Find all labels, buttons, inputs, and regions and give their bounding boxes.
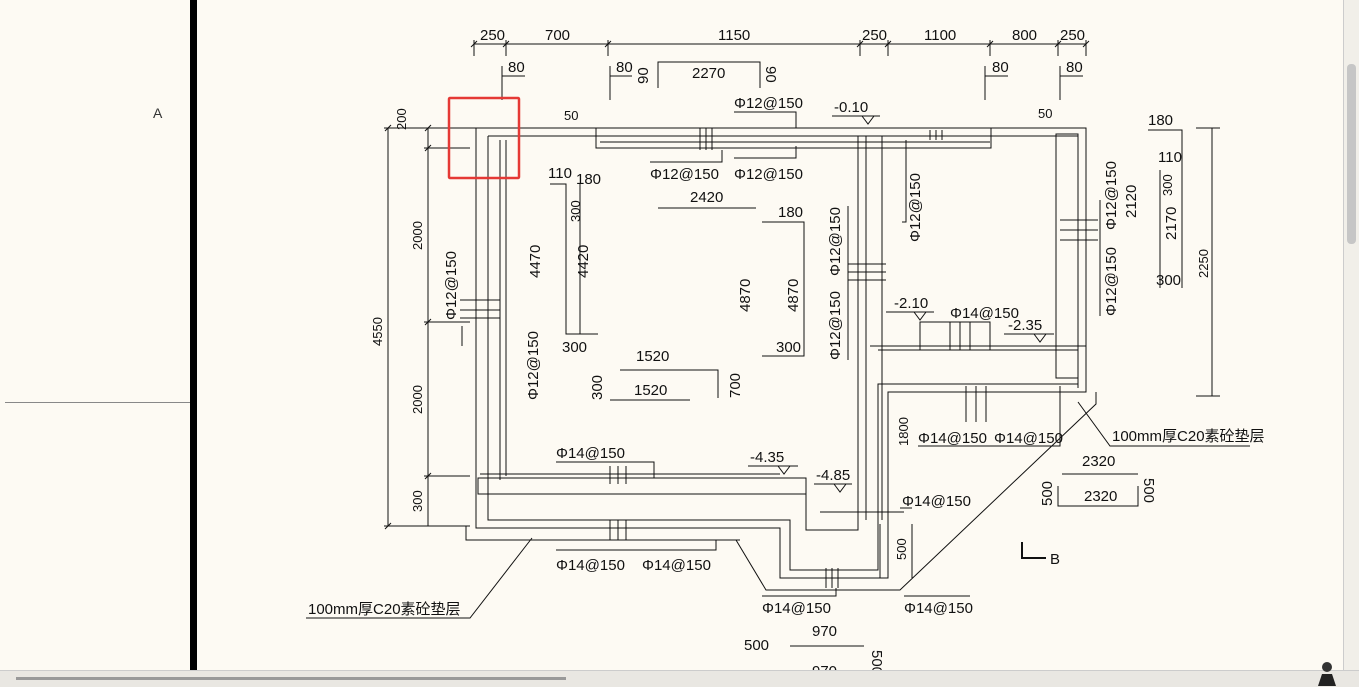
dim-top-3: 1150 bbox=[718, 27, 750, 44]
level-sump-left: -2.10 bbox=[894, 295, 928, 312]
horizontal-scrollbar[interactable] bbox=[0, 670, 1359, 687]
opening-right-h: 90 bbox=[762, 66, 779, 83]
member2-len2: 4870 bbox=[785, 279, 802, 312]
vertical-scroll-thumb[interactable] bbox=[1347, 64, 1356, 244]
dim-top-6: 800 bbox=[1012, 27, 1037, 44]
rebar-sump-bottom-1: Φ14@150 bbox=[918, 430, 987, 447]
rebar-sump-wall: Φ12@150 bbox=[907, 173, 924, 242]
bar2-bot: 2320 bbox=[1084, 488, 1117, 505]
drawing-canvas[interactable]: 250 700 1150 250 1100 800 250 80 80 2270… bbox=[0, 0, 1343, 670]
rebar-base-bottom-1: Φ14@150 bbox=[556, 557, 625, 574]
left-dim-top: 200 bbox=[394, 108, 409, 130]
horizontal-scroll-thumb[interactable] bbox=[16, 677, 566, 680]
rebar-left-wall-lower: Φ12@150 bbox=[525, 331, 542, 400]
annotations: 250 700 1150 250 1100 800 250 80 80 2270… bbox=[308, 27, 1265, 670]
slab-left: 300 bbox=[589, 375, 606, 400]
level-mid: -4.35 bbox=[750, 449, 784, 466]
left-dim-lower: 2000 bbox=[410, 385, 425, 414]
cushion-note-right: 100mm厚C20素砼垫层 bbox=[1112, 428, 1265, 445]
level-sump-right: -2.35 bbox=[1008, 317, 1042, 334]
rebar-pit-bottom-1: Φ14@150 bbox=[762, 600, 831, 617]
dim-top-5: 1100 bbox=[924, 27, 956, 44]
rebar-top-slab: Φ12@150 bbox=[734, 95, 803, 112]
member3-bot: 300 bbox=[1156, 272, 1181, 289]
highlight-box bbox=[447, 96, 521, 180]
member1-len: 4470 bbox=[527, 245, 544, 278]
border-line bbox=[190, 0, 197, 670]
left-dim-bottom: 300 bbox=[410, 490, 425, 512]
member1-a: 110 bbox=[548, 165, 572, 182]
bar3-left: 500 bbox=[744, 637, 769, 654]
rebar-mid-wall-upper: Φ12@150 bbox=[827, 207, 844, 276]
pit-low: 500 bbox=[894, 538, 909, 560]
level-low: -4.85 bbox=[816, 467, 850, 484]
rebar-right-wall-upper: Φ12@150 bbox=[1103, 161, 1120, 230]
bar3-bot: 970 bbox=[812, 663, 837, 670]
member1-len2: 4420 bbox=[575, 245, 592, 278]
left-dim-total: 4550 bbox=[370, 317, 385, 346]
sump-height: 1800 bbox=[896, 417, 911, 446]
member1-b: 180 bbox=[576, 171, 601, 188]
member3-len: 2120 bbox=[1123, 185, 1140, 218]
left-dim-upper: 2000 bbox=[410, 221, 425, 250]
panel-label: A bbox=[153, 105, 163, 121]
opening-dim: 2270 bbox=[692, 65, 725, 82]
rebar-left-wall-upper: Φ12@150 bbox=[443, 251, 460, 320]
bar2-left: 500 bbox=[1039, 481, 1056, 506]
member3-top: 180 bbox=[1148, 112, 1173, 129]
panel-divider bbox=[5, 402, 190, 403]
slab-a: 1520 bbox=[636, 348, 669, 365]
level-top: -0.10 bbox=[834, 99, 868, 116]
slab-b: 1520 bbox=[634, 382, 667, 399]
rebar-sump-bottom-2: Φ14@150 bbox=[994, 430, 1063, 447]
rebar-pit-side: Φ14@150 bbox=[902, 493, 971, 510]
member3-len2: 2170 bbox=[1163, 207, 1180, 240]
opening-left-tick: 80 bbox=[508, 59, 525, 76]
rebar-pit-bottom-2: Φ14@150 bbox=[904, 600, 973, 617]
member3-total: 2250 bbox=[1196, 249, 1211, 278]
dim-top-2: 700 bbox=[545, 27, 570, 44]
rebar-base-bottom-2: Φ14@150 bbox=[642, 557, 711, 574]
member2-bot: 300 bbox=[776, 339, 801, 356]
beam-len: 2420 bbox=[690, 189, 723, 206]
vertical-scrollbar[interactable] bbox=[1343, 0, 1359, 686]
opening-offset-right: 50 bbox=[1038, 106, 1052, 121]
opening-right-tick: 80 bbox=[616, 59, 633, 76]
opening-offset-left: 50 bbox=[564, 108, 578, 123]
member1-bot: 300 bbox=[562, 339, 587, 356]
bar3-right: 500 bbox=[868, 650, 885, 670]
bar2-right: 500 bbox=[1140, 478, 1157, 503]
rebar-mid-wall-lower: Φ12@150 bbox=[827, 291, 844, 360]
rebar-base-top: Φ14@150 bbox=[556, 445, 625, 462]
rebar-right-wall-lower: Φ12@150 bbox=[1103, 247, 1120, 316]
opening-far-tick-1: 80 bbox=[992, 59, 1009, 76]
dim-top-1: 250 bbox=[480, 27, 505, 44]
cushion-note-left: 100mm厚C20素砼垫层 bbox=[308, 601, 461, 618]
rebar-sump-slab: Φ14@150 bbox=[950, 305, 1019, 322]
member3-a: 110 bbox=[1158, 149, 1182, 166]
bar2-top: 2320 bbox=[1082, 453, 1115, 470]
member2-len: 4870 bbox=[737, 279, 754, 312]
member2-top: 180 bbox=[778, 204, 803, 221]
avatar-icon bbox=[1318, 662, 1336, 686]
member3-b: 300 bbox=[1160, 174, 1175, 196]
dim-top-7: 250 bbox=[1060, 27, 1085, 44]
dim-top-4: 250 bbox=[862, 27, 887, 44]
bar3-top: 970 bbox=[812, 623, 837, 640]
rebar-slab-lower-right: Φ12@150 bbox=[734, 166, 803, 183]
member1-c: 300 bbox=[568, 200, 583, 222]
rebar-slab-lower-left: Φ12@150 bbox=[650, 166, 719, 183]
opening-left-h: 90 bbox=[635, 67, 652, 84]
section-label: B bbox=[1050, 551, 1060, 568]
slab-right: 700 bbox=[727, 373, 744, 398]
linework bbox=[306, 40, 1250, 647]
opening-far-tick-2: 80 bbox=[1066, 59, 1083, 76]
